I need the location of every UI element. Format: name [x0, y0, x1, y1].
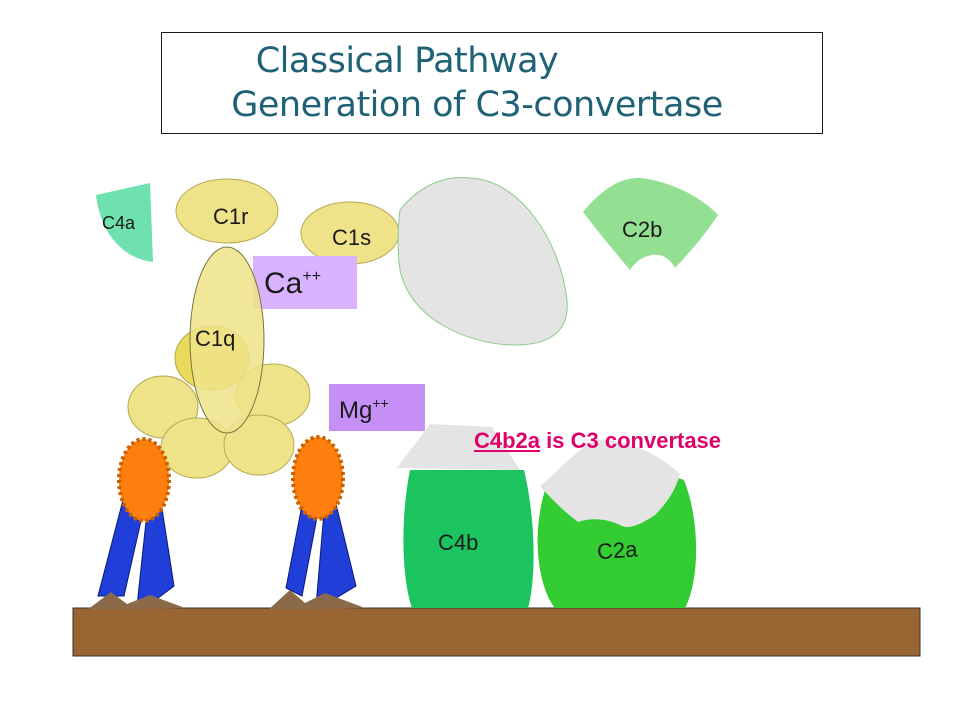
c2b-label: C2b — [622, 217, 662, 242]
ca-ion-label: Ca++ — [264, 267, 321, 300]
title-line-2: Generation of C3-convertase — [231, 85, 723, 125]
c4b-label: C4b — [438, 530, 478, 555]
c2a-label: C2a — [596, 536, 639, 564]
c1s-label: C1s — [332, 225, 371, 250]
c4a-fragment — [96, 183, 153, 262]
title-line-1: Classical Pathway — [255, 41, 559, 81]
c1q-head — [223, 414, 295, 476]
mg-ion-label: Mg++ — [339, 395, 389, 424]
c2a-grey-fragment — [540, 440, 680, 527]
c4b-grey-cap — [397, 424, 520, 470]
mg-ion-box — [329, 384, 425, 431]
c4-grey-fragment — [397, 176, 568, 346]
antigen-head-right — [291, 435, 345, 521]
title-box: Classical Pathway Generation of C3-conve… — [161, 32, 823, 134]
c1q-stalk — [189, 246, 265, 434]
c1q-label: C1q — [195, 326, 235, 351]
cell-membrane — [72, 607, 921, 657]
antibody-base-right — [268, 590, 365, 610]
c3-convertase-note: C4b2a is C3 convertase — [474, 428, 721, 454]
ca-ion-box — [253, 256, 357, 309]
note-rest: is C3 convertase — [540, 428, 722, 453]
antigen-head-left — [117, 437, 171, 523]
antibody-base-left — [87, 592, 185, 610]
c1r-subunit — [175, 178, 279, 244]
c4b2a-term: C4b2a — [474, 428, 541, 453]
c2b-fragment — [583, 177, 718, 270]
c1r-label: C1r — [213, 204, 248, 229]
c4b-fragment — [403, 470, 534, 608]
c4a-label: C4a — [102, 213, 136, 233]
